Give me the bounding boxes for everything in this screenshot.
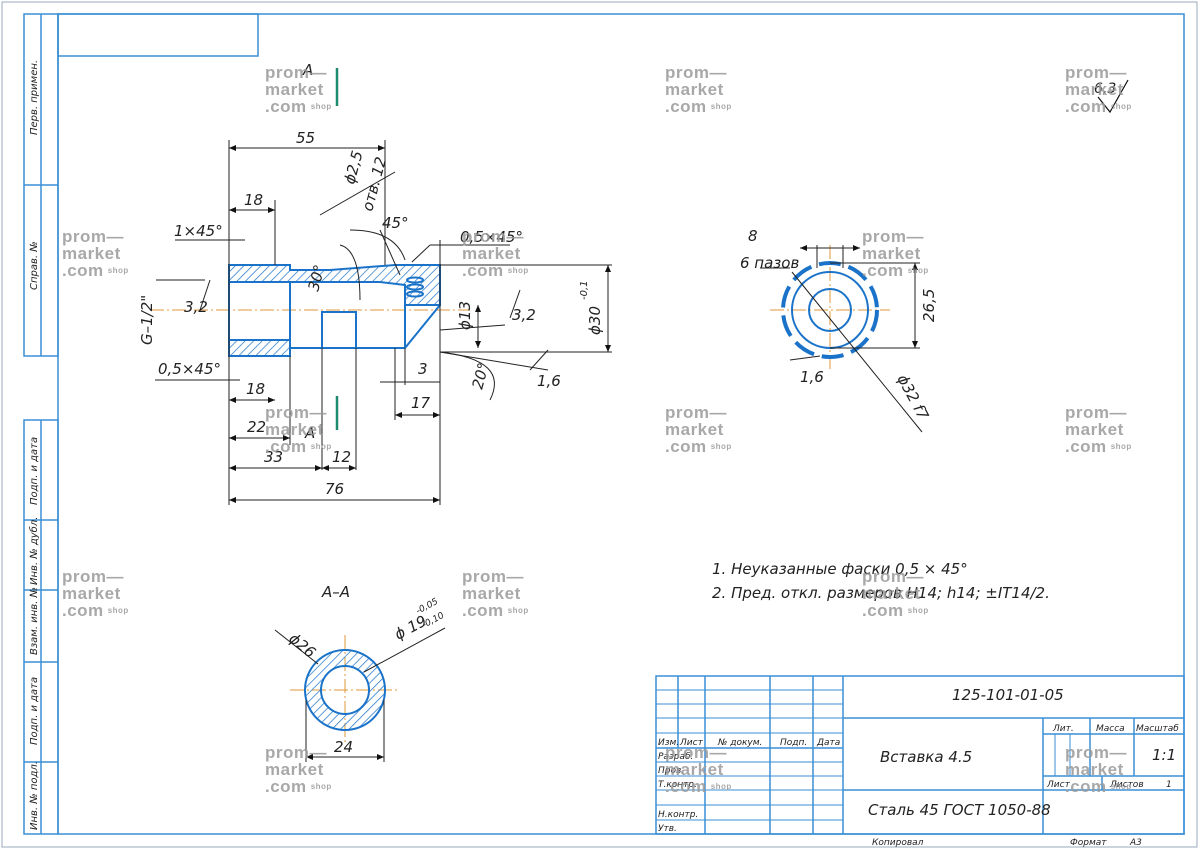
dim-22: 22 xyxy=(247,418,266,436)
dim-thread-g12: G–1/2" xyxy=(138,295,156,345)
roughness-3-2-left: 3,2 xyxy=(184,298,208,316)
tb-listov-val: 1 xyxy=(1166,780,1172,790)
tb-material: Сталь 45 ГОСТ 1050-88 xyxy=(868,801,1051,819)
tb-kopiroval: Копировал xyxy=(872,838,924,848)
tb-row-nkontr: Н.контр. xyxy=(658,810,698,820)
tb-row-prov: Пров. xyxy=(658,766,684,776)
tb-col-list: Лист xyxy=(679,738,704,748)
dim-d30: ϕ30 xyxy=(586,306,604,335)
tb-masshtab: Масштаб xyxy=(1136,724,1179,734)
stamp-podp-data-1: Подп. и дата xyxy=(29,437,40,505)
roughness-1-6: 1,6 xyxy=(537,372,561,390)
tb-row-utv: Утв. xyxy=(658,824,677,834)
dim-55: 55 xyxy=(296,129,315,147)
roughness-1-6-side: 1,6 xyxy=(800,368,824,386)
stamp-perv-primen: Перв. примен. xyxy=(29,60,40,135)
title-block xyxy=(655,675,1185,835)
tb-scale: 1:1 xyxy=(1152,746,1176,764)
tb-part-name: Вставка 4.5 xyxy=(880,748,972,766)
dim-33: 33 xyxy=(264,448,283,466)
stamp-inv-dubl: Инв. № дубл. xyxy=(28,517,40,585)
dim-3: 3 xyxy=(418,360,428,378)
stamp-vzam-inv: Взам. инв. № xyxy=(29,587,40,655)
tb-col-izm: Изм. xyxy=(658,738,679,748)
tb-format: Формат xyxy=(1070,838,1107,848)
dim-24: 24 xyxy=(334,738,353,756)
dim-slot-8: 8 xyxy=(748,227,758,245)
tb-col-docum: № докум. xyxy=(717,738,762,748)
dim-angle-30: 30° xyxy=(304,263,328,293)
dim-26-5: 26,5 xyxy=(920,289,938,322)
roughness-3-2-right: 3,2 xyxy=(512,306,536,324)
section-aa-label: А–А xyxy=(321,583,350,601)
surface-finish-mark: 6,3 xyxy=(1094,79,1129,114)
tb-row-razrab: Разраб. xyxy=(658,752,693,762)
dim-angle-20: 20° xyxy=(468,361,492,391)
dim-chamfer-bottom: 0,5×45° xyxy=(158,360,221,378)
view-label-a-bottom: А xyxy=(304,424,315,442)
drawing-frame xyxy=(57,13,1185,835)
dim-17: 17 xyxy=(411,394,431,412)
dim-d30-tol: -0,1 xyxy=(579,280,590,300)
dim-d2-5: ϕ2,5 xyxy=(340,149,366,186)
stamp-sprav-no: Справ. № xyxy=(29,241,40,290)
corner-box xyxy=(57,13,259,57)
dim-6-slots: 6 пазов xyxy=(740,254,799,272)
tb-col-data: Дата xyxy=(816,738,840,748)
tb-col-podp: Подп. xyxy=(780,738,807,748)
tb-format-val: А3 xyxy=(1129,838,1142,848)
dim-18-top: 18 xyxy=(244,191,263,209)
stamp-inv-podl: Инв. № подл. xyxy=(29,761,40,830)
tb-row-tkontr: Т.контр. xyxy=(658,780,697,790)
note-1: 1. Неуказанные фаски 0,5 × 45° xyxy=(712,560,968,578)
dim-d32-f7: ϕ32 f7 xyxy=(893,371,932,423)
dim-chamfer-1x45: 1×45° xyxy=(174,222,223,240)
section-aa: А–А ϕ26 ϕ 19 -0,05 -0,10 24 xyxy=(274,583,446,762)
note-2: 2. Пред. откл. размеров H14; h14; ±IT14/… xyxy=(712,584,1050,602)
main-view: А А 55 18 1×45° ϕ2,5 отв. 12 45° 0,5×45°… xyxy=(138,61,612,505)
dim-d13: ϕ13 xyxy=(456,301,474,330)
tb-lit: Лит. xyxy=(1052,724,1074,734)
tb-doc-code: 125-101-01-05 xyxy=(952,686,1064,704)
dim-76: 76 xyxy=(325,480,344,498)
tb-list: Лист xyxy=(1046,780,1071,790)
side-stamp xyxy=(23,13,59,835)
dim-d26: ϕ26 xyxy=(285,629,319,661)
tb-listov: Листов xyxy=(1109,780,1144,790)
view-label-a-top: А xyxy=(302,61,313,79)
svg-text:6,3: 6,3 xyxy=(1094,81,1116,97)
tb-massa: Масса xyxy=(1096,724,1125,734)
dim-18-bottom: 18 xyxy=(246,380,265,398)
dim-chamfer-top: 0,5×45° xyxy=(460,228,523,246)
stamp-podp-data-2: Подп. и дата xyxy=(29,677,40,745)
dim-angle-45: 45° xyxy=(382,214,409,232)
dim-12: 12 xyxy=(332,448,351,466)
